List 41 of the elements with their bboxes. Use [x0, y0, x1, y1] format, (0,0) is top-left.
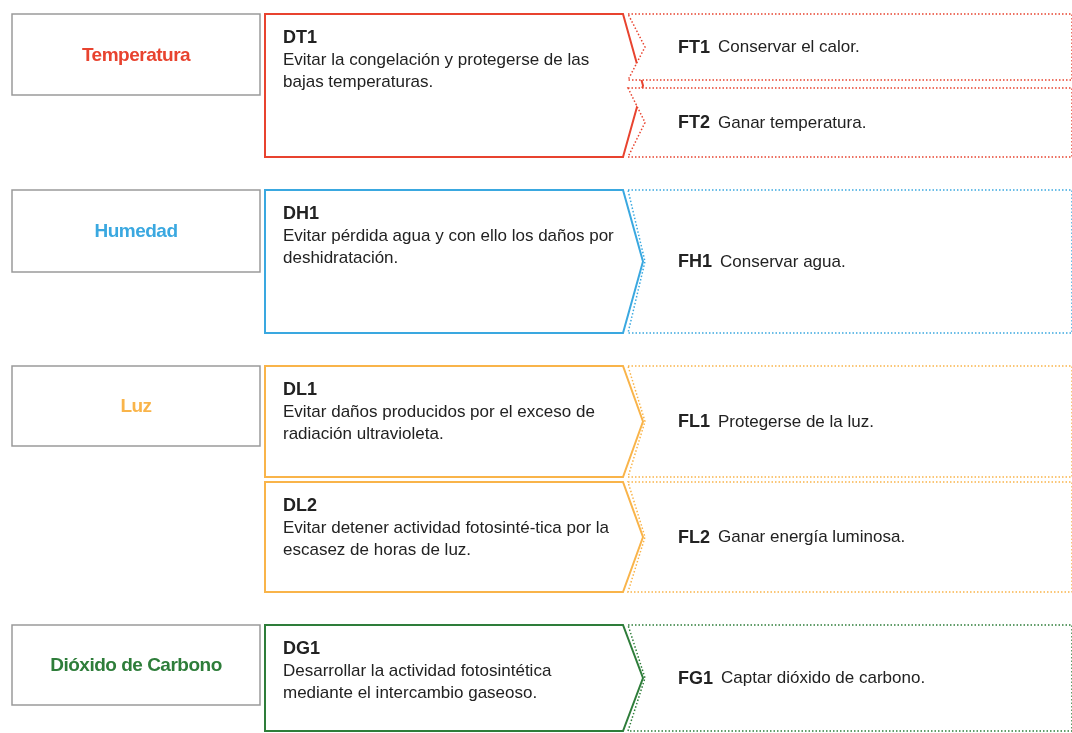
chevron-box [265, 625, 643, 731]
code-label: FT1 [678, 36, 710, 58]
code-label: DL1 [283, 378, 317, 401]
code-label: FG1 [678, 667, 713, 689]
result-box [628, 88, 1072, 157]
description-text: Conservar agua. [720, 251, 846, 272]
category-label: Humedad [94, 220, 178, 242]
chevron-box [265, 366, 643, 477]
description-text: Ganar temperatura. [718, 112, 867, 133]
description-text: Protegerse de la luz. [718, 411, 874, 432]
description-text: Evitar pérdida agua y con ello los daños por deshidratación. [283, 225, 615, 270]
code-label: FT2 [678, 112, 710, 133]
result-box [628, 482, 1072, 592]
category-box [12, 14, 260, 95]
chevron-box [265, 482, 643, 592]
code-label: DH1 [283, 202, 319, 225]
code-label: DT1 [283, 26, 317, 49]
description-text: Captar dióxido de carbono. [721, 668, 926, 688]
description-text: Evitar la congelación y protegerse de las bajas temperaturas. [283, 49, 591, 94]
category-box [12, 366, 260, 446]
category-label: Dióxido de Carbono [50, 654, 222, 676]
result-box [628, 14, 1072, 80]
description-text: Evitar daños producidos por el exceso de radiación ultravioleta. [283, 401, 596, 446]
code-label: DL2 [283, 494, 317, 517]
category-label: Luz [120, 395, 152, 417]
description-text: Desarrollar la actividad fotosintética mediante el intercambio gaseoso. [283, 660, 553, 705]
code-label: FL2 [678, 526, 710, 548]
chevron-box [265, 190, 643, 333]
description-text: Ganar energía luminosa. [718, 527, 906, 547]
result-box [628, 366, 1072, 477]
code-label: FH1 [678, 251, 712, 272]
code-label: DG1 [283, 637, 320, 660]
description-text: Evitar detener actividad fotosinté-tica por la escasez de horas de luz. [283, 517, 610, 562]
result-box [628, 625, 1072, 731]
category-box [12, 625, 260, 705]
chevron-box [265, 14, 643, 157]
category-box [12, 190, 260, 272]
category-label: Temperatura [81, 43, 191, 66]
description-text: Conservar el calor. [718, 37, 860, 57]
code-label: FL1 [678, 411, 710, 432]
result-box [628, 190, 1072, 333]
